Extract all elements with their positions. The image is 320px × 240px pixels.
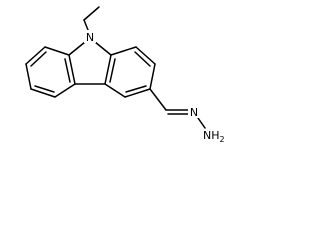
double-bond-r4 xyxy=(125,85,147,93)
bond-ch2-ch3 xyxy=(83,6,100,21)
bond-l3 xyxy=(25,63,32,90)
double-bond-l6 xyxy=(64,58,71,83)
bond-r2 xyxy=(135,46,156,65)
bond-l6 xyxy=(68,54,76,85)
bond-n-nh2 xyxy=(197,117,206,129)
bond-n-c9a xyxy=(94,41,112,56)
bond-l5 xyxy=(54,83,76,98)
bond-l4 xyxy=(30,88,56,98)
ring-nitrogen-label: N xyxy=(86,31,94,44)
right-benzene-ring xyxy=(104,46,156,98)
bond-r4 xyxy=(124,88,151,98)
terminal-amine-label: NH2 xyxy=(203,129,225,144)
double-bond-r2 xyxy=(134,51,151,67)
bond-n-c8a xyxy=(68,41,86,56)
bond-r1 xyxy=(110,46,137,56)
label-terminal-amine: NH2 xyxy=(203,129,225,144)
left-benzene-ring xyxy=(25,46,76,98)
label-hydrazone-nitrogen: N xyxy=(188,105,200,119)
bond-r6 xyxy=(104,54,112,85)
double-bond-l4 xyxy=(34,85,55,93)
bond-r3 xyxy=(149,63,156,90)
double-bond-r6 xyxy=(109,58,116,83)
bond-l2 xyxy=(25,46,46,65)
label-ring-nitrogen: N xyxy=(84,30,96,44)
hydrazone-nitrogen-label: N xyxy=(190,106,198,119)
bond-r5 xyxy=(104,83,126,98)
double-bond-l2 xyxy=(30,51,47,67)
chemical-structure-diagram: N N NH2 xyxy=(25,6,225,144)
five-membered-ring xyxy=(68,41,112,85)
hydrazone-chain xyxy=(149,88,206,129)
bond-c3-ch xyxy=(149,88,167,111)
bond-l1 xyxy=(44,46,70,56)
